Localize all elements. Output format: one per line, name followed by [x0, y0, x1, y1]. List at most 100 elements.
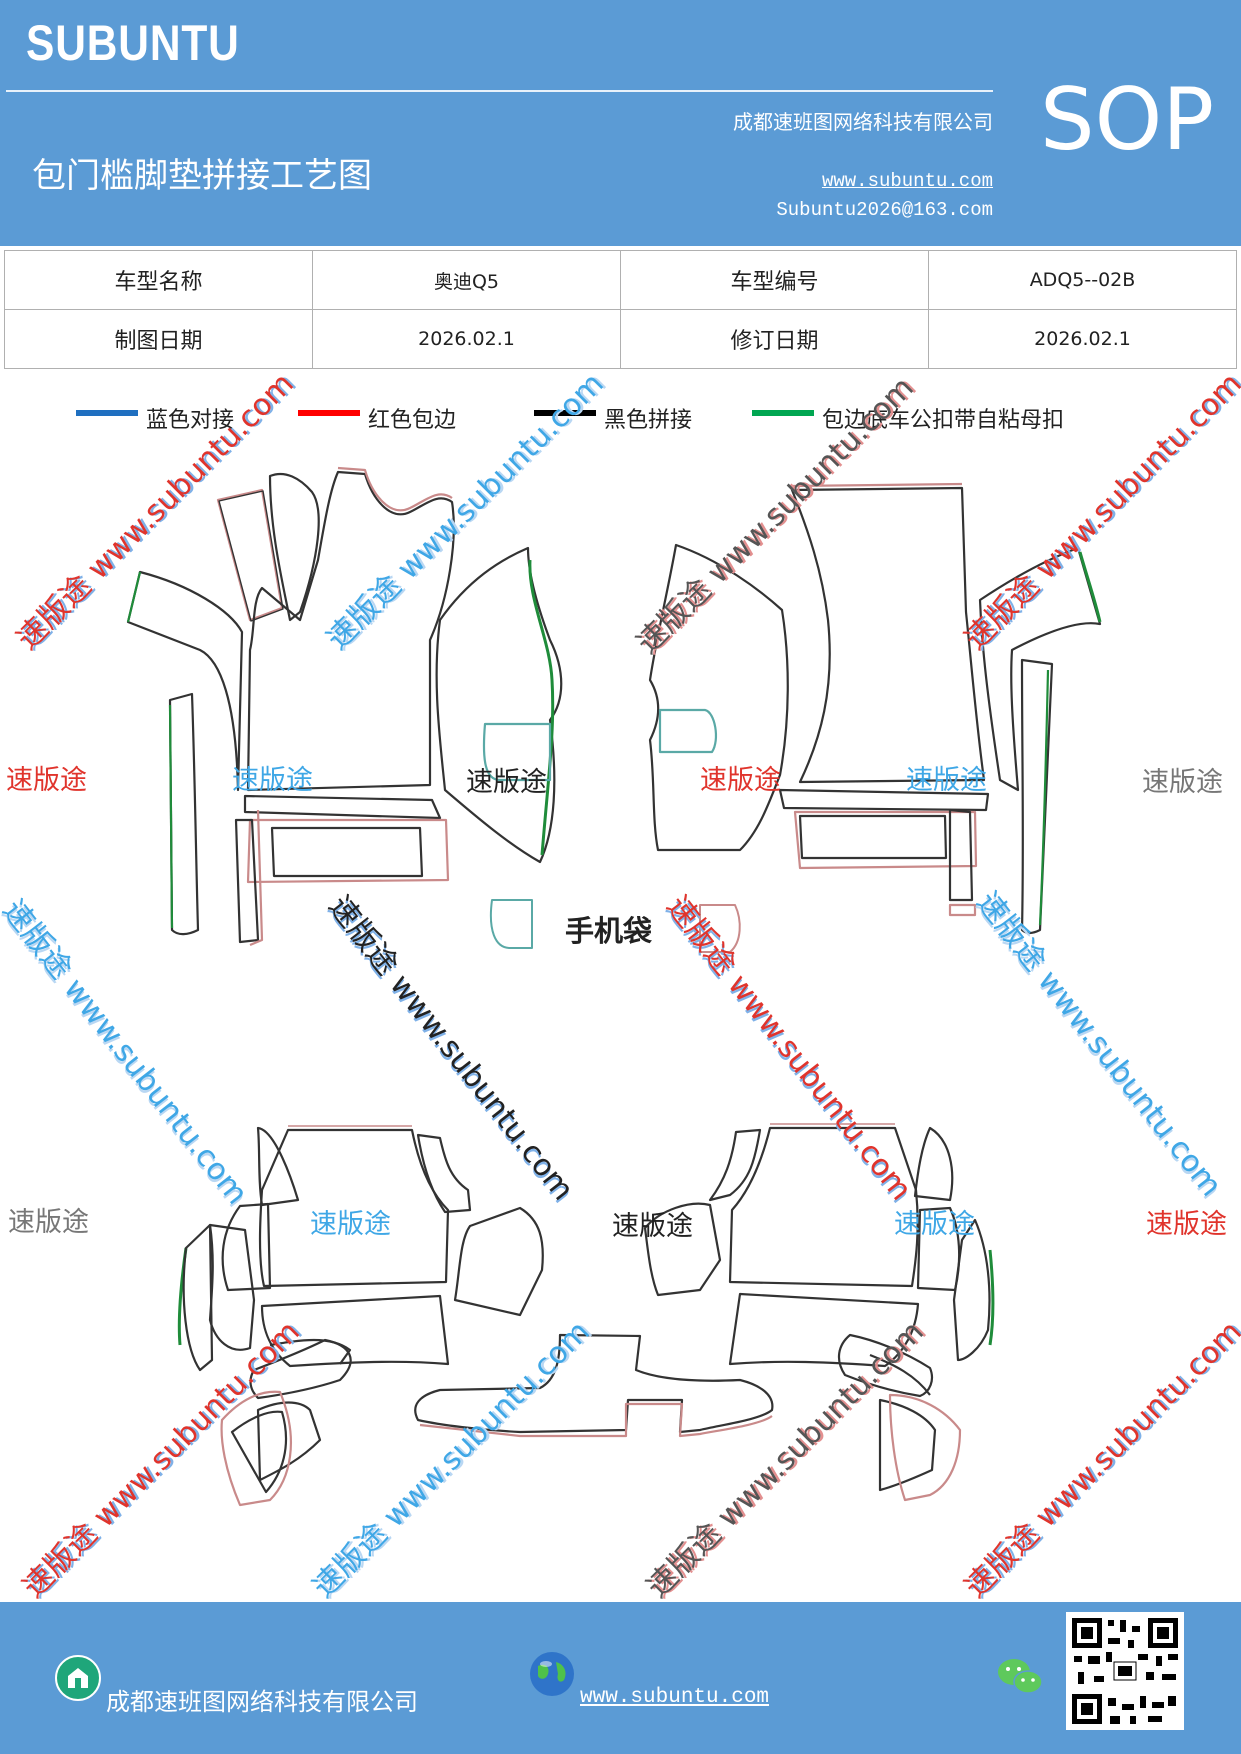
phone-bag-piece — [489, 899, 533, 949]
diagram-stamp: 速版途 — [232, 765, 313, 796]
legend-green: 包边底车公扣带自粘母扣 — [752, 402, 1112, 433]
mat-piece — [218, 490, 284, 622]
mat-piece — [978, 546, 1102, 792]
mat-piece — [791, 482, 963, 488]
mat-piece — [435, 546, 563, 864]
mat-piece — [168, 704, 174, 929]
phone-bag-piece — [699, 904, 741, 953]
mat-piece — [1038, 669, 1050, 926]
mat-piece — [888, 1393, 962, 1502]
mat-piece — [246, 470, 455, 792]
mat-piece — [453, 1206, 544, 1317]
footer-banner: 成都速班图网络科技有限公司 www.subuntu.com — [0, 1602, 1241, 1754]
diagram-stamp: 速版途 — [612, 1211, 693, 1242]
mat-piece — [230, 1410, 288, 1494]
model-name-label: 车型名称 — [4, 250, 313, 310]
mat-piece — [658, 708, 718, 754]
header-company: 成都速班图网络科技有限公司 — [733, 110, 993, 134]
company-icon — [55, 1655, 101, 1701]
table-row: 车型名称 奥迪Q5 车型编号 ADQ5--02B — [4, 250, 1237, 310]
legend-label: 黑色拼接 — [604, 408, 693, 433]
draw-date-value: 2026.02.1 — [312, 309, 621, 369]
mat-piece — [256, 1126, 300, 1207]
info-table: 车型名称 奥迪Q5 车型编号 ADQ5--02B 制图日期 2026.02.1 … — [4, 250, 1237, 369]
mat-piece — [243, 794, 442, 820]
mat-piece — [790, 486, 986, 784]
legend-label: 蓝色对接 — [146, 408, 235, 433]
mat-piece — [256, 1401, 322, 1482]
brand-logo: SUBUNTU — [26, 15, 240, 71]
diagram-stamp: 速版途 — [1146, 1209, 1227, 1240]
legend-swatch-blue — [76, 410, 138, 416]
mat-piece — [234, 818, 260, 944]
mat-piece — [270, 826, 424, 878]
qr-code[interactable] — [1066, 1612, 1184, 1730]
center-tunnel-piece — [414, 1333, 774, 1438]
mat-piece — [208, 1223, 256, 1351]
mat-piece — [269, 1338, 352, 1365]
header-banner: SUBUNTU 成都速班图网络科技有限公司 包门槛脚垫拼接工艺图 www.sub… — [0, 0, 1241, 246]
mat-piece — [948, 903, 977, 917]
mat-piece — [798, 814, 948, 860]
model-name-value: 奥迪Q5 — [312, 250, 621, 310]
model-code-label: 车型编号 — [620, 250, 929, 310]
mat-piece — [216, 488, 284, 622]
wechat-icon[interactable] — [996, 1656, 1044, 1698]
mat-piece — [182, 1223, 214, 1372]
mat-piece — [419, 1402, 773, 1438]
footer-website-link[interactable]: www.subuntu.com — [580, 1686, 770, 1709]
draw-date-label: 制图日期 — [4, 309, 313, 369]
mat-piece — [643, 1202, 722, 1297]
table-row: 制图日期 2026.02.1 修订日期 2026.02.1 — [4, 309, 1237, 369]
mat-piece — [416, 1133, 472, 1214]
header-divider — [6, 90, 993, 92]
mat-piece — [728, 1126, 919, 1288]
header-website-link[interactable]: www.subuntu.com — [821, 170, 993, 192]
qr-code-pattern — [1072, 1618, 1178, 1724]
model-code-value: ADQ5--02B — [928, 250, 1237, 310]
mat-diagram — [126, 466, 1102, 1507]
mat-piece — [337, 466, 453, 512]
mat-piece — [837, 1333, 934, 1398]
mat-piece — [260, 1294, 450, 1368]
mat-set-front-right — [648, 482, 1102, 935]
mat-piece — [913, 1126, 954, 1202]
mat-piece — [528, 559, 555, 856]
mat-piece — [221, 1202, 272, 1292]
phone-bag-label: 手机袋 — [565, 914, 653, 948]
mat-piece — [708, 1128, 762, 1202]
sop-badge: SOP — [1040, 70, 1215, 170]
diagram-stamp: 速版途 — [6, 765, 87, 796]
mat-piece — [482, 722, 552, 782]
diagram-stamp: 速版途 — [1142, 767, 1223, 798]
mat-piece — [258, 1128, 450, 1288]
mat-piece — [778, 788, 990, 812]
mat-piece — [249, 1338, 352, 1400]
mat-piece — [952, 1218, 991, 1362]
legend-swatch-black — [534, 410, 596, 416]
mat-piece — [126, 571, 142, 623]
phone-bag-pieces — [489, 899, 741, 953]
mat-piece — [249, 809, 264, 947]
mat-set-front-left — [126, 466, 563, 947]
mat-piece — [168, 692, 200, 936]
legend-blue: 蓝色对接 — [76, 402, 276, 433]
page-title: 包门槛脚垫拼接工艺图 — [32, 156, 372, 196]
legend-swatch-green — [752, 410, 814, 416]
mat-piece — [988, 1249, 995, 1346]
mat-piece — [268, 472, 320, 622]
legend-swatch-red — [298, 410, 360, 416]
legend-red: 红色包边 — [298, 402, 498, 433]
diagram-stamp: 速版途 — [700, 765, 781, 796]
diagram-stamp: 速版途 — [906, 765, 987, 796]
mat-piece — [728, 1292, 920, 1368]
mat-set-rear-right — [643, 1123, 995, 1502]
diagram-stamp: 速版途 — [310, 1209, 391, 1240]
header-email: Subuntu2026@163.com — [776, 199, 993, 221]
globe-icon — [530, 1652, 574, 1696]
mat-set-rear-left — [177, 1125, 544, 1507]
revise-date-value: 2026.02.1 — [928, 309, 1237, 369]
legend-label: 包边底车公扣带自粘母扣 — [822, 408, 1065, 433]
diagram-stamp: 速版途 — [894, 1209, 975, 1240]
mat-piece — [869, 1353, 931, 1396]
